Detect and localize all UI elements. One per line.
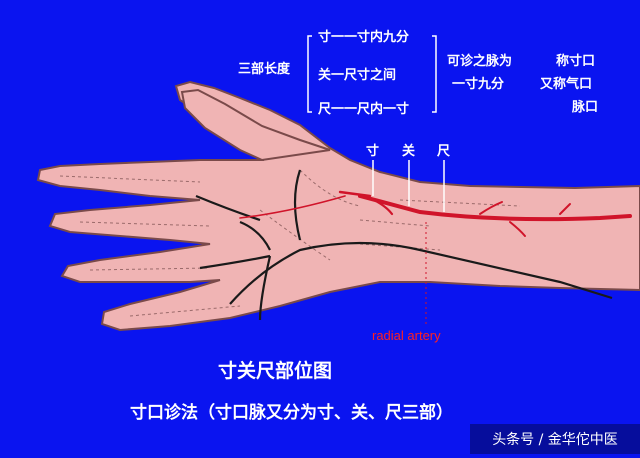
legend-alias-1: 称寸口 [556,54,596,69]
vein-thumb [293,169,302,241]
veins [195,169,613,321]
artery-branch-1 [338,190,372,198]
vein-index [195,194,261,222]
legend-note-line1: 可诊之脉为 [447,54,513,69]
marker-cun: 寸 [366,144,380,159]
marker-chi: 尺 [437,144,451,159]
radial-artery-label: radial artery [372,328,441,343]
artery-palmar [239,195,346,219]
skin-crease-lines [59,169,521,317]
thumb-shape [180,88,331,162]
legend-alias-3: 脉口 [572,100,599,115]
vein-dorsal-2 [239,220,271,251]
vein-dorsal-1 [199,254,271,270]
artery-branch-3 [479,201,503,215]
artery-main [358,194,632,222]
legend-row-chi: 尺一一尺内一寸 [318,102,410,117]
watermark: 头条号 / 金华佗中医 [470,424,640,454]
diagram-subtitle: 寸口诊法（寸口脉又分为寸、关、尺三部） [130,403,453,423]
vein-ulnar [229,241,613,305]
hand-shape [36,80,640,332]
legend-note-line2: 一寸九分 [452,77,505,92]
marker-guan: 关 [402,144,416,159]
legend-row-cun: 寸一一寸内九分 [318,30,410,45]
radial-artery [239,190,632,237]
vein-ring [258,255,272,321]
artery-branch-4 [509,221,526,237]
legend-alias-2: 又称气口 [540,77,593,92]
artery-branch-2 [368,196,394,216]
pulse-marker-lines [372,160,445,212]
legend-group-label: 三部长度 [238,62,291,77]
legend-row-guan: 关一尺寸之间 [318,68,397,83]
artery-branch-5 [559,203,571,215]
diagram-title: 寸关尺部位图 [218,360,333,382]
legend-bracket [307,35,437,113]
